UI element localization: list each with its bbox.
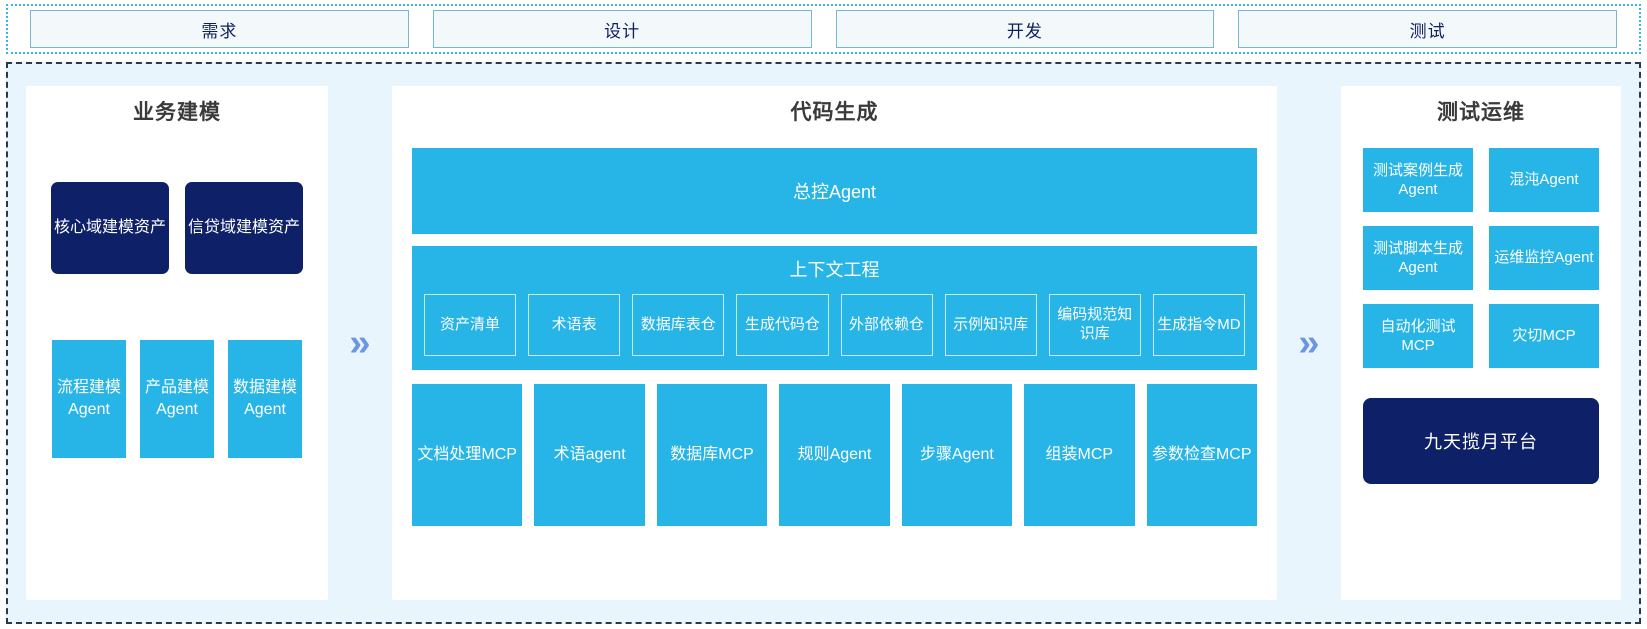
panel-code-generation: 代码生成 总控Agent 上下文工程 资产清单 术语表 数据库表仓 生成代码仓 …	[392, 86, 1277, 600]
context-item-label: 生成代码仓	[744, 315, 820, 333]
phase-box-requirements[interactable]: 需求	[30, 10, 409, 48]
test-box-label: 灾切MCP	[1512, 327, 1576, 345]
agent-label: 产品建模Agent	[144, 379, 209, 418]
asset-label: 信贷域建模资产	[187, 219, 300, 237]
chevron-right-icon-2: »	[1277, 86, 1341, 600]
test-box-case-generation-agent[interactable]: 测试案例生成Agent	[1363, 148, 1473, 212]
test-box-ops-monitoring-agent[interactable]: 运维监控Agent	[1489, 226, 1599, 290]
phase-label: 开发	[1006, 21, 1043, 41]
test-box-automated-testing-mcp[interactable]: 自动化测试MCP	[1363, 304, 1473, 368]
chevron-glyph: »	[1298, 322, 1320, 364]
context-item-label: 编码规范知识库	[1057, 306, 1133, 342]
phase-label: 需求	[201, 21, 238, 41]
context-item-coding-standard-knowledge-base[interactable]: 编码规范知识库	[1048, 294, 1141, 356]
phase-strip: 需求 设计 开发 测试	[6, 4, 1641, 54]
tool-box-document-processing-mcp[interactable]: 文档处理MCP	[412, 384, 523, 526]
tool-label: 步骤Agent	[919, 445, 994, 463]
asset-box-core-domain[interactable]: 核心域建模资产	[51, 182, 169, 274]
context-item-db-table-repo[interactable]: 数据库表仓	[632, 294, 725, 356]
test-box-disaster-switch-mcp[interactable]: 灾切MCP	[1489, 304, 1599, 368]
tool-box-assembly-mcp[interactable]: 组装MCP	[1024, 384, 1135, 526]
context-engineering-title: 上下文工程	[789, 260, 880, 280]
test-ops-grid: 测试案例生成Agent 混沌Agent 测试脚本生成Agent 运维监控Agen…	[1363, 148, 1599, 368]
test-box-label: 测试案例生成Agent	[1372, 161, 1463, 199]
context-items-row: 资产清单 术语表 数据库表仓 生成代码仓 外部依赖仓 示例知识库 编码规范知识库…	[424, 294, 1245, 356]
platform-box-jiutian-lanyue[interactable]: 九天揽月平台	[1363, 398, 1599, 484]
phase-box-design[interactable]: 设计	[432, 10, 812, 48]
panel-title-business-modeling: 业务建模	[133, 101, 221, 124]
context-item-label: 数据库表仓	[640, 315, 716, 333]
chevron-right-icon-1: »	[328, 86, 392, 600]
panel-title-code-generation: 代码生成	[790, 101, 879, 124]
context-engineering-block: 上下文工程 资产清单 术语表 数据库表仓 生成代码仓 外部依赖仓 示例知识库 编…	[412, 246, 1257, 370]
panel-test-operations: 测试运维 测试案例生成Agent 混沌Agent 测试脚本生成Agent 运维监…	[1341, 86, 1621, 600]
tool-box-rule-agent[interactable]: 规则Agent	[779, 384, 890, 526]
context-item-label: 生成指令MD	[1157, 315, 1241, 333]
master-agent-label: 总控Agent	[792, 182, 877, 202]
phase-box-testing[interactable]: 测试	[1238, 10, 1617, 48]
master-agent-box[interactable]: 总控Agent	[412, 148, 1257, 234]
context-item-label: 资产清单	[440, 315, 501, 333]
test-box-chaos-agent[interactable]: 混沌Agent	[1489, 148, 1599, 212]
phase-label: 测试	[1409, 21, 1446, 41]
context-item-external-dependency-repo[interactable]: 外部依赖仓	[840, 294, 933, 356]
code-generation-content: 总控Agent 上下文工程 资产清单 术语表 数据库表仓 生成代码仓 外部依赖仓…	[392, 140, 1277, 542]
tool-label: 参数检查MCP	[1151, 445, 1252, 463]
tool-label: 组装MCP	[1045, 445, 1114, 463]
panel-title-test-operations: 测试运维	[1437, 101, 1525, 124]
test-box-label: 自动化测试MCP	[1380, 317, 1456, 355]
test-box-label: 混沌Agent	[1509, 171, 1579, 189]
tool-box-database-mcp[interactable]: 数据库MCP	[656, 384, 768, 526]
business-assets-row: 核心域建模资产 信贷域建模资产	[51, 182, 303, 274]
tool-box-step-agent[interactable]: 步骤Agent	[901, 384, 1013, 526]
panel-business-modeling: 业务建模 核心域建模资产 信贷域建模资产 流程建模Agent 产品建模Agent…	[26, 86, 328, 600]
main-area: 业务建模 核心域建模资产 信贷域建模资产 流程建模Agent 产品建模Agent…	[6, 62, 1641, 624]
test-box-label: 测试脚本生成Agent	[1372, 239, 1463, 277]
tool-label: 术语agent	[553, 445, 626, 463]
tool-label: 数据库MCP	[670, 445, 754, 463]
context-item-glossary[interactable]: 术语表	[528, 294, 621, 356]
agent-label: 数据建模Agent	[232, 379, 297, 418]
phase-label: 设计	[604, 21, 641, 41]
agent-box-product-modeling[interactable]: 产品建模Agent	[140, 340, 214, 458]
context-item-generated-code-repo[interactable]: 生成代码仓	[736, 294, 829, 356]
tool-box-parameter-check-mcp[interactable]: 参数检查MCP	[1146, 384, 1257, 526]
test-box-script-generation-agent[interactable]: 测试脚本生成Agent	[1363, 226, 1473, 290]
chevron-glyph: »	[349, 322, 371, 364]
agent-box-process-modeling[interactable]: 流程建模Agent	[52, 340, 126, 458]
context-item-asset-inventory[interactable]: 资产清单	[424, 294, 517, 356]
context-item-example-knowledge-base[interactable]: 示例知识库	[944, 294, 1037, 356]
agent-box-data-modeling[interactable]: 数据建模Agent	[228, 340, 302, 458]
context-item-label: 术语表	[551, 315, 597, 333]
tool-label: 规则Agent	[797, 445, 872, 463]
context-item-label: 示例知识库	[953, 315, 1029, 333]
business-agents-row: 流程建模Agent 产品建模Agent 数据建模Agent	[52, 340, 302, 458]
agent-label: 流程建模Agent	[56, 379, 121, 418]
test-box-label: 运维监控Agent	[1494, 249, 1594, 267]
tools-row: 文档处理MCP 术语agent 数据库MCP 规则Agent 步骤Agent 组…	[412, 384, 1257, 526]
tool-box-glossary-agent[interactable]: 术语agent	[534, 384, 645, 526]
context-item-generation-instruction-md[interactable]: 生成指令MD	[1152, 294, 1245, 356]
asset-box-credit-domain[interactable]: 信贷域建模资产	[185, 182, 303, 274]
context-item-label: 外部依赖仓	[849, 315, 925, 333]
asset-label: 核心域建模资产	[53, 219, 166, 237]
platform-label: 九天揽月平台	[1424, 432, 1538, 452]
tool-label: 文档处理MCP	[417, 445, 517, 463]
phase-box-development[interactable]: 开发	[835, 10, 1215, 48]
